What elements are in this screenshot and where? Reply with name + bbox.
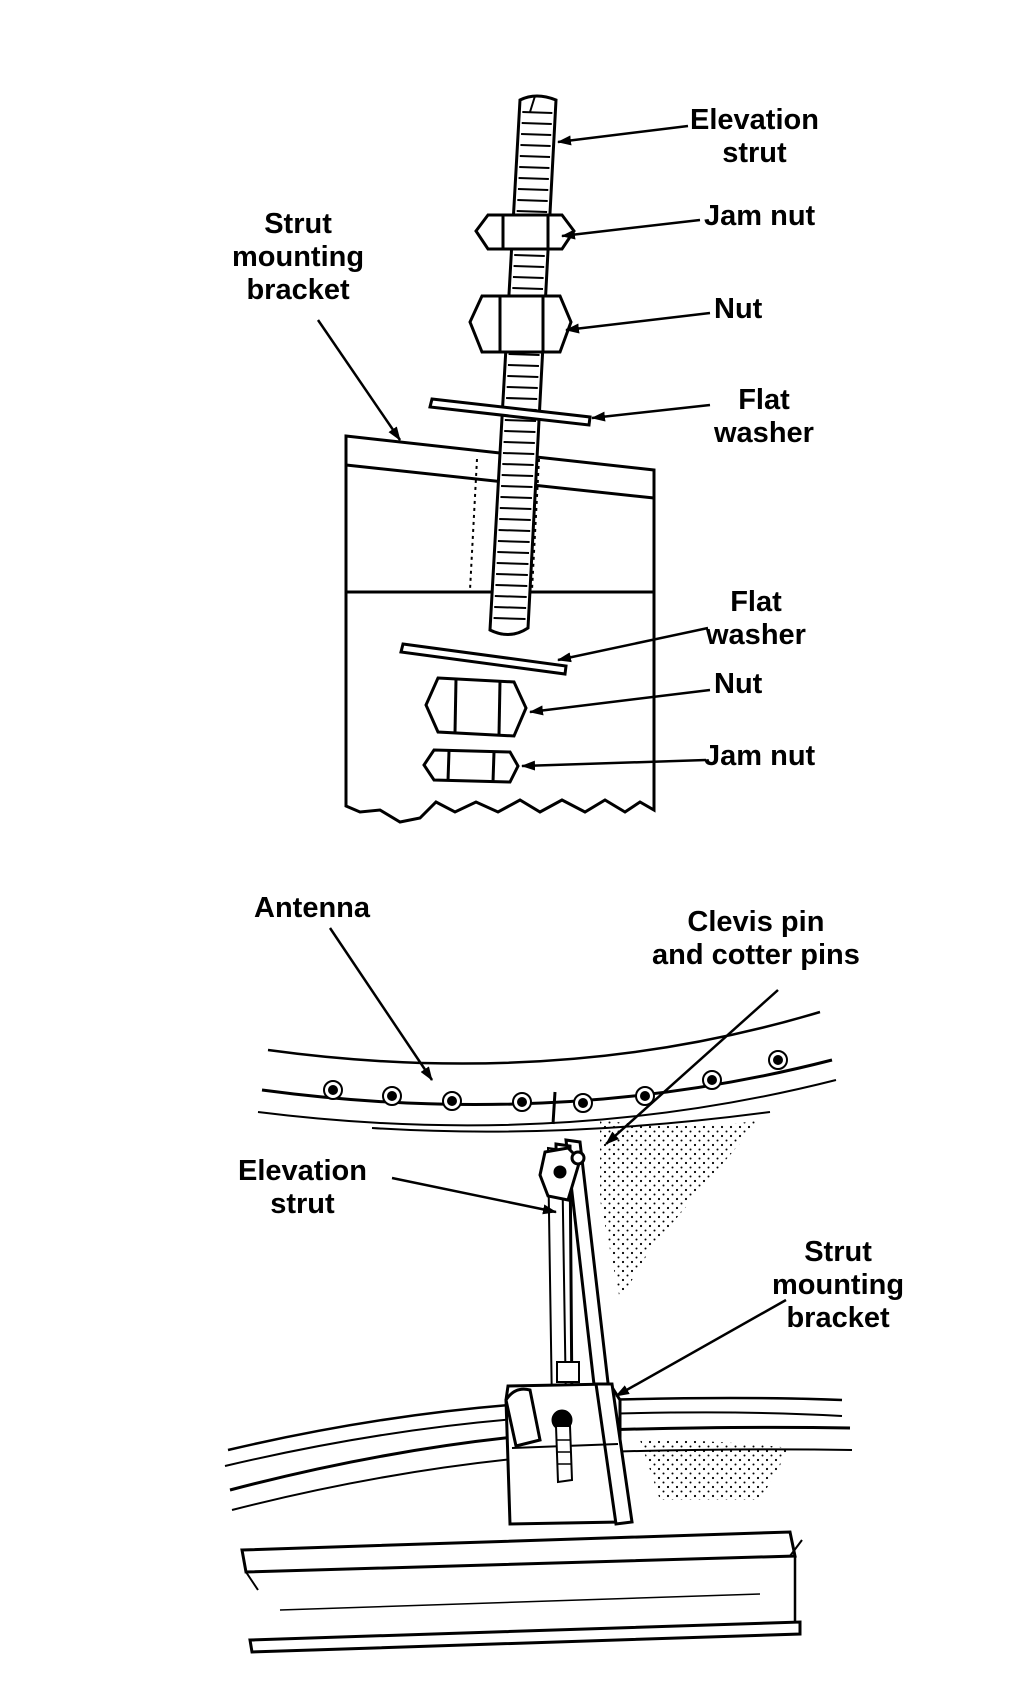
thread-line <box>499 507 532 510</box>
thread-line <box>502 452 535 455</box>
rivet <box>640 1091 650 1101</box>
bottom-leader-lines <box>328 927 787 1398</box>
thread-line <box>498 529 531 532</box>
label-flat-washer-lower: Flat washer <box>706 586 806 651</box>
thread-line <box>517 188 549 191</box>
thread-line <box>521 122 552 125</box>
label-jam-nut-lower: Jam nut <box>704 740 816 772</box>
lower-jam-nut <box>422 748 520 784</box>
thread-line <box>496 573 528 576</box>
strut-mounting-bracket-lower <box>504 1361 634 1526</box>
thread-line <box>502 463 534 466</box>
thread-line <box>504 419 537 422</box>
rivet <box>707 1075 717 1085</box>
label-flat-washer-upper: Flat washer <box>714 384 814 449</box>
thread-line <box>494 595 527 598</box>
rivet <box>387 1091 397 1101</box>
rivet <box>447 1096 457 1106</box>
thread-line <box>506 386 538 389</box>
thread-line <box>521 133 552 136</box>
thread-line <box>518 177 549 180</box>
thread-line <box>493 617 526 620</box>
label-elevation-strut-bottom: Elevation strut <box>238 1155 367 1220</box>
thread-line <box>506 397 538 400</box>
thread-line <box>519 166 550 169</box>
label-jam-nut-upper: Jam nut <box>704 200 816 232</box>
upper-jam-nut <box>474 213 576 251</box>
top-assembly <box>316 94 711 824</box>
dish-shading <box>600 1120 760 1300</box>
thread-line <box>504 430 536 433</box>
label-strut-mounting-bracket-top: Strut mounting bracket <box>232 208 365 306</box>
rivet <box>578 1098 588 1108</box>
elevation-strut-assembly <box>538 1138 612 1412</box>
thread-line <box>514 254 545 257</box>
thread-line <box>512 287 544 290</box>
label-strut-mounting-bracket-bottom: Strut mounting bracket <box>772 1236 905 1334</box>
label-nut-lower: Nut <box>714 668 763 700</box>
upper-flat-washer <box>428 397 592 427</box>
thread-line <box>517 199 548 202</box>
thread-line <box>519 155 551 158</box>
label-elevation-strut-top: Elevation strut <box>690 104 819 169</box>
thread-line <box>507 364 539 367</box>
thread-line <box>513 265 545 268</box>
label-antenna: Antenna <box>254 892 370 924</box>
thread-line <box>497 551 530 554</box>
thread-line <box>512 276 544 279</box>
thread-line <box>496 562 529 565</box>
thread-line <box>500 496 532 499</box>
thread-line <box>503 441 535 444</box>
thread-line <box>501 474 534 477</box>
support-i-beam <box>240 1530 803 1654</box>
rivet <box>517 1097 527 1107</box>
upper-nut <box>468 294 573 354</box>
thread-line <box>494 606 527 609</box>
thread-line <box>507 375 539 378</box>
thread-line <box>497 540 530 543</box>
bottom-assembly <box>224 927 853 1654</box>
lower-nut <box>424 676 528 738</box>
antenna-ring <box>257 1010 837 1133</box>
thread-line <box>516 210 548 213</box>
rivet <box>773 1055 783 1065</box>
thread-line <box>522 111 553 114</box>
thread-line <box>499 518 531 521</box>
label-nut-upper: Nut <box>714 293 763 325</box>
thread-line <box>520 144 551 147</box>
rivet <box>328 1085 338 1095</box>
thread-line <box>495 584 528 587</box>
lower-flat-washer <box>399 642 568 676</box>
label-clevis-pin: Clevis pin and cotter pins <box>652 906 860 971</box>
thread-line <box>508 353 540 356</box>
top-leader-lines <box>316 124 711 771</box>
thread-line <box>501 485 533 488</box>
